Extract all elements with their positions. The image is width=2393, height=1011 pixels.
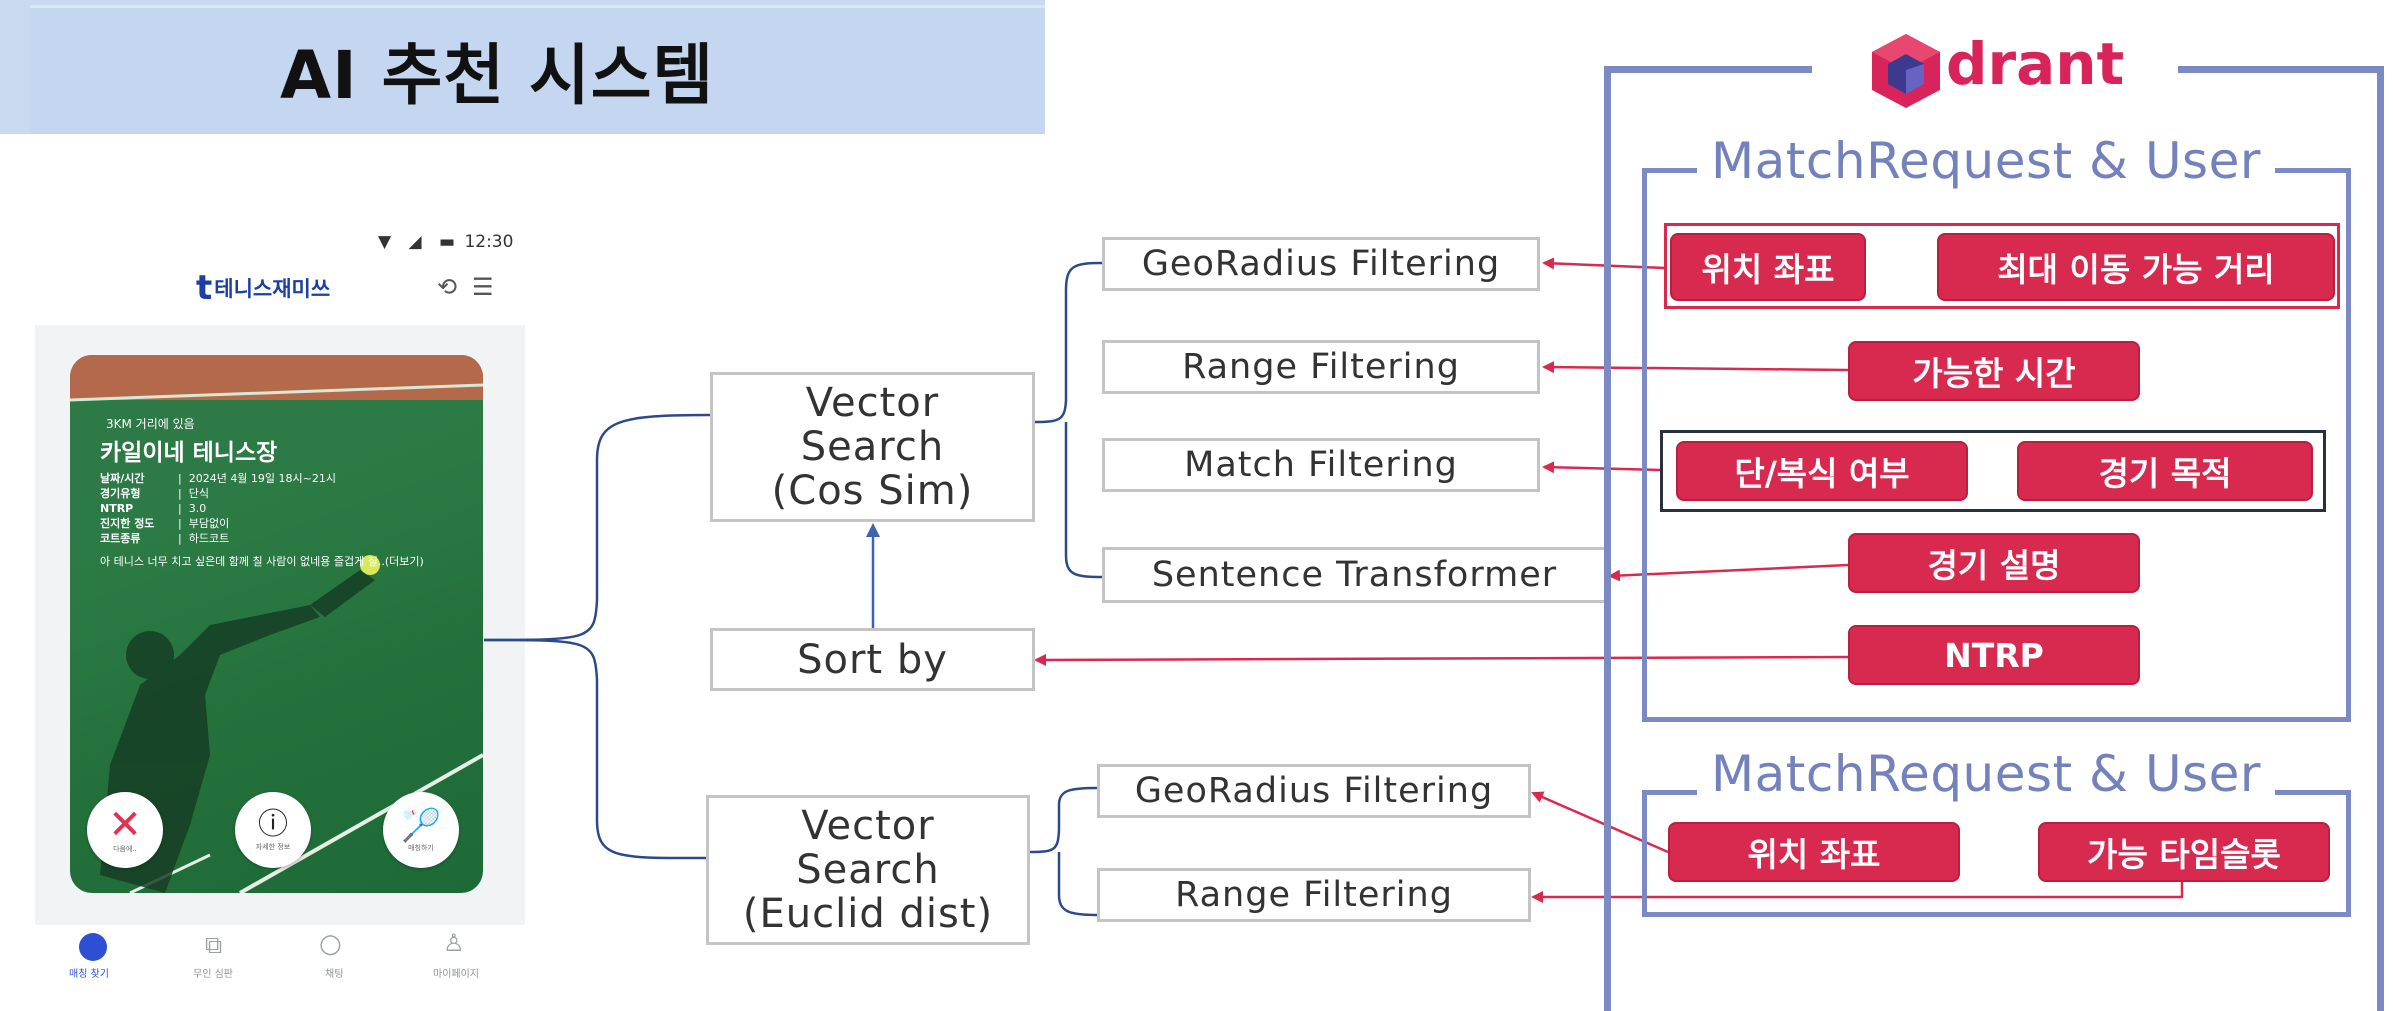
georadius-filter-box: GeoRadius Filtering bbox=[1102, 237, 1540, 291]
skip-button[interactable]: ✕ 다음에.. bbox=[87, 792, 163, 868]
max-distance-pill: 최대 이동 가능 거리 bbox=[1937, 233, 2335, 301]
ntrp-pill: NTRP bbox=[1848, 625, 2140, 685]
status-time: 12:30 bbox=[464, 232, 514, 252]
available-time-pill: 가능한 시간 bbox=[1848, 341, 2140, 401]
filter-settings-icon[interactable]: ☰ bbox=[472, 273, 494, 301]
tennis-player-icon: 🏸 bbox=[401, 806, 441, 844]
section-2-title: MatchRequest & User bbox=[1697, 745, 2275, 803]
range-filter-label: Range Filtering bbox=[1182, 347, 1460, 387]
match-filter-label: Match Filtering bbox=[1184, 445, 1458, 485]
match-purpose-pill: 경기 목적 bbox=[2017, 441, 2313, 501]
vector-search-euclid-box: Vector Search (Euclid dist) bbox=[706, 795, 1030, 945]
signal-icon: ◢ bbox=[408, 232, 422, 252]
card-detail-row: 경기유형| 단식 bbox=[100, 487, 209, 500]
card-description: 아 테니스 너무 치고 싶은데 함께 칠 사람이 없네용 즐겁게 칠..(더보기… bbox=[100, 555, 424, 568]
nav-item-find-match[interactable]: 매칭 찾기 bbox=[69, 969, 109, 980]
georadius-filter-box-2: GeoRadius Filtering bbox=[1097, 764, 1531, 818]
qdrant-logo-text: drant bbox=[1946, 30, 2125, 98]
qdrant-logo-icon bbox=[1872, 34, 1940, 108]
nav-item-mypage[interactable]: 마이페이지 bbox=[433, 969, 479, 980]
location-pill-2: 위치 좌표 bbox=[1668, 822, 1960, 882]
bottom-nav: 매칭 찾기 ⧉ 무인 심판 ○ 채팅 ♙ 마이페이지 bbox=[35, 925, 525, 1000]
match-description-pill: 경기 설명 bbox=[1848, 533, 2140, 593]
vs-euc-line3: (Euclid dist) bbox=[742, 891, 994, 937]
card-court-name: 카일이네 테니스장 bbox=[100, 440, 278, 466]
history-icon[interactable]: ⟲ bbox=[437, 273, 458, 301]
referee-icon[interactable]: ⧉ bbox=[205, 931, 223, 959]
nav-item-referee[interactable]: 무인 심판 bbox=[193, 969, 233, 980]
tennis-logo-icon: t bbox=[196, 268, 213, 308]
qdrant-section-1 bbox=[1642, 168, 2351, 722]
info-button-label: 자세한 정보 bbox=[255, 843, 291, 851]
match-button[interactable]: 🏸 매칭하기 bbox=[383, 792, 459, 868]
info-icon: ⓘ bbox=[258, 807, 288, 842]
section-1-title: MatchRequest & User bbox=[1697, 132, 2275, 190]
chat-icon[interactable]: ○ bbox=[319, 929, 342, 959]
match-pill-group bbox=[1660, 430, 2326, 512]
range-filter-label-2: Range Filtering bbox=[1175, 875, 1453, 915]
vs-cos-line3: (Cos Sim) bbox=[771, 468, 974, 514]
vs-cos-line2: Search bbox=[800, 424, 945, 470]
card-detail-row: 날짜/시간| 2024년 4월 19일 18시~21시 bbox=[100, 472, 336, 485]
profile-icon[interactable]: ♙ bbox=[443, 929, 465, 957]
match-button-label: 매칭하기 bbox=[408, 844, 434, 852]
range-filter-box: Range Filtering bbox=[1102, 340, 1540, 394]
georadius-filter-label-2: GeoRadius Filtering bbox=[1134, 771, 1494, 811]
card-detail-row: 진지한 정도| 부담없이 bbox=[100, 517, 230, 530]
brand-name: 테니스재미쓰 bbox=[214, 277, 331, 301]
wifi-icon: ▼ bbox=[378, 232, 392, 252]
georadius-filter-label: GeoRadius Filtering bbox=[1141, 244, 1501, 284]
vs-cos-line1: Vector bbox=[805, 380, 940, 426]
tennis-ball-icon[interactable] bbox=[79, 933, 107, 961]
qdrant-section-2 bbox=[1642, 790, 2351, 917]
vs-euc-line2: Search bbox=[796, 847, 940, 893]
card-detail-row: NTRP| 3.0 bbox=[100, 502, 207, 515]
geo-pill-group bbox=[1664, 223, 2340, 309]
card-details: 날짜/시간| 2024년 4월 19일 18시~21시 경기유형| 단식 NTR… bbox=[100, 471, 336, 546]
sentence-transformer-label: Sentence Transformer bbox=[1151, 555, 1558, 595]
card-detail-row: 코트종류| 하드코트 bbox=[100, 532, 230, 545]
title-banner-inner bbox=[30, 5, 1045, 134]
close-icon: ✕ bbox=[108, 802, 142, 848]
battery-icon: ▬ bbox=[438, 232, 456, 252]
range-filter-box-2: Range Filtering bbox=[1097, 868, 1531, 922]
single-double-pill: 단/복식 여부 bbox=[1676, 441, 1968, 501]
vector-search-cos-box: Vector Search (Cos Sim) bbox=[710, 372, 1035, 522]
sort-by-box: Sort by bbox=[710, 628, 1035, 691]
info-button[interactable]: ⓘ 자세한 정보 bbox=[235, 792, 311, 868]
location-pill: 위치 좌표 bbox=[1670, 233, 1866, 301]
page-title: AI 추천 시스템 bbox=[280, 37, 715, 114]
sentence-transformer-box: Sentence Transformer bbox=[1102, 547, 1607, 603]
vs-euc-line1: Vector bbox=[801, 803, 935, 849]
status-bar: ▼ ◢ ▬ 12:30 bbox=[378, 232, 513, 252]
sort-by-label: Sort by bbox=[797, 636, 948, 683]
time-slot-pill: 가능 타임슬롯 bbox=[2038, 822, 2330, 882]
app-logo: t 테니스재미쓰 bbox=[196, 268, 330, 308]
match-filter-box: Match Filtering bbox=[1102, 438, 1540, 492]
card-distance: 3KM 거리에 있음 bbox=[106, 417, 195, 431]
nav-item-chat[interactable]: 채팅 bbox=[325, 969, 344, 980]
skip-button-label: 다음에.. bbox=[113, 845, 137, 853]
match-card[interactable]: 3KM 거리에 있음 카일이네 테니스장 날짜/시간| 2024년 4월 19일… bbox=[70, 355, 483, 893]
